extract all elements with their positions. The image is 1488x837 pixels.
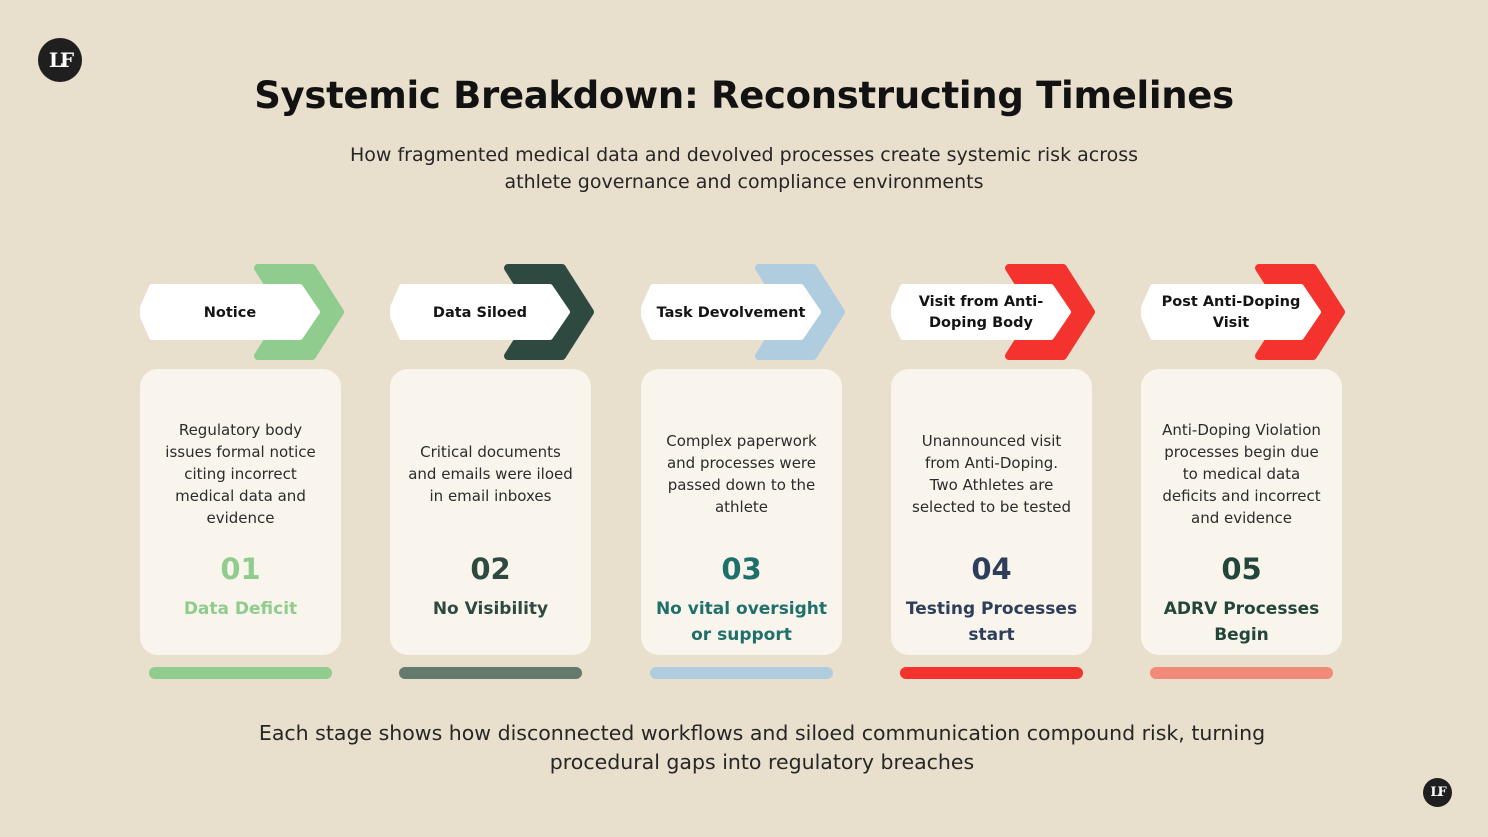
stage-progress-bar (149, 667, 332, 679)
stage-number: 01 (220, 552, 261, 586)
stage-number: 05 (1221, 552, 1262, 586)
stage-outcome: No Visibility (432, 599, 549, 619)
stage-card: Anti-Doping Violation processes begin du… (1141, 369, 1342, 655)
stage-card: Regulatory body issues formal notice cit… (140, 369, 341, 655)
stage-progress-bar (650, 667, 833, 679)
stage-card: Complex paperwork and processes were pas… (641, 369, 842, 655)
brand-logo-small: LF (1423, 778, 1452, 807)
stage-outcome: No vital oversight or support (655, 599, 828, 645)
brand-logo-small-text: LF (1430, 785, 1446, 800)
stage-chevron-icon (641, 264, 845, 360)
stage-chevron-icon (390, 264, 594, 360)
stage-chevron-icon (140, 264, 344, 360)
stage-description: Critical documents and emails were iloed… (408, 443, 573, 505)
stage-description: Regulatory body issues formal notice cit… (165, 421, 316, 527)
brand-logo: LF (38, 38, 82, 82)
stage-number: 02 (470, 552, 511, 586)
stage-number: 03 (721, 552, 762, 586)
stage-progress-bar (1150, 667, 1333, 679)
page-subtitle: How fragmented medical data and devolved… (349, 144, 1139, 193)
stage-label: Data Siloed (432, 304, 528, 321)
stage-tag-shape (1141, 284, 1321, 340)
stage-tag-shape (891, 284, 1071, 340)
stage-header: Visit from Anti-Doping Body (891, 262, 1103, 362)
stage-description: Anti-Doping Violation processes begin du… (1162, 421, 1321, 527)
stage-label: Post Anti-Doping Visit (1161, 294, 1301, 331)
stage-progress-bar (900, 667, 1083, 679)
stage-outcome: Data Deficit (183, 599, 298, 619)
stage-card: Critical documents and emails were iloed… (390, 369, 591, 655)
stage-progress-bar (399, 667, 582, 679)
stage-label: Visit from Anti-Doping Body (918, 294, 1044, 331)
stage-number: 04 (971, 552, 1012, 586)
stage-description: Complex paperwork and processes were pas… (666, 432, 817, 516)
brand-logo-text: LF (48, 48, 74, 72)
page-title: Systemic Breakdown: Reconstructing Timel… (254, 74, 1234, 117)
stage-outcome: Testing Processes start (905, 599, 1078, 645)
stage-header: Task Devolvement (641, 262, 853, 362)
stage-header: Post Anti-Doping Visit (1141, 262, 1353, 362)
stage-tag-shape (390, 284, 570, 340)
stage-card: Unannounced visit from Anti-Doping. Two … (891, 369, 1092, 655)
stage-chevron-icon (891, 264, 1095, 360)
stage-label: Notice (203, 304, 257, 321)
stage-header: Notice (140, 262, 352, 362)
stage-tag-shape (140, 284, 320, 340)
footer-caption: Each stage shows how disconnected workfl… (258, 721, 1266, 774)
stage-label: Task Devolvement (656, 304, 806, 321)
stage-chevron-icon (1141, 264, 1345, 360)
stage-description: Unannounced visit from Anti-Doping. Two … (912, 432, 1071, 516)
stage-outcome: ADRV Processes Begin (1163, 599, 1320, 645)
stage-tag-shape (641, 284, 821, 340)
stage-header: Data Siloed (390, 262, 602, 362)
